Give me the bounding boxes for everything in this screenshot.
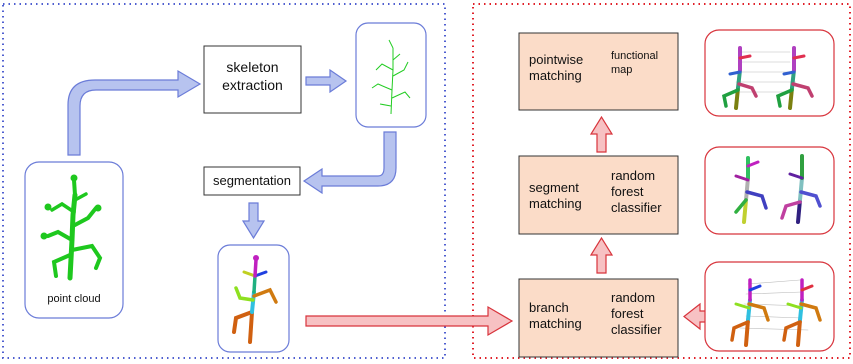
red-arrow-segment-to-pointwise — [589, 115, 614, 153]
skeleton-image-box — [355, 22, 427, 128]
skeleton-label-line2: extraction — [222, 77, 283, 93]
functional-map-line2: map — [611, 64, 633, 76]
segment-matching-box — [518, 155, 679, 235]
segment-classifier-label: random forest classifier — [611, 168, 662, 216]
branch-right-line2: forest — [611, 306, 644, 321]
segmentation-box — [203, 166, 301, 196]
segmented-plant-icon — [232, 255, 278, 344]
skeleton-extraction-box — [203, 45, 302, 114]
skeleton-label-line1: skeleton — [226, 59, 279, 75]
skeleton-plant-icon — [371, 39, 411, 115]
blue-arrow-segmentation-down — [241, 202, 266, 240]
branch-right-line1: random — [611, 290, 656, 305]
blue-arrow-skeleton-to-image — [305, 68, 348, 94]
branch-left-line2: matching — [529, 316, 582, 331]
segment-right-line3: classifier — [611, 200, 662, 215]
pointwise-matching-box — [518, 32, 679, 111]
blue-arrow-image-to-segmentation — [302, 131, 397, 195]
segment-right-line2: forest — [611, 184, 644, 199]
point-cloud-plant-icon — [40, 174, 103, 281]
right-panel-border — [472, 3, 851, 359]
pointwise-matching-label: pointwise matching — [529, 52, 583, 84]
branch-matching-label: branch matching — [529, 300, 582, 332]
branch-matching-box — [518, 278, 679, 358]
left-panel-border — [2, 3, 446, 359]
branch-right-line3: classifier — [611, 322, 662, 337]
red-arrow-branch-to-segment — [589, 236, 614, 274]
pointwise-plants-icon — [722, 46, 814, 110]
segment-result-box — [704, 146, 835, 235]
segment-left-line2: matching — [529, 196, 582, 211]
point-cloud-label: point cloud — [47, 293, 101, 305]
segment-left-line1: segment — [529, 180, 579, 195]
segmentation-label: segmentation — [212, 173, 292, 188]
functional-map-label: functional map — [611, 49, 658, 77]
functional-map-line1: functional — [611, 50, 659, 62]
segment-matching-label: segment matching — [529, 180, 582, 212]
branch-classifier-label: random forest classifier — [611, 290, 662, 338]
skeleton-extraction-label: skeleton extraction — [204, 58, 301, 94]
segment-plants-icon — [734, 154, 822, 224]
branch-left-line1: branch — [529, 300, 569, 315]
pointwise-left-line2: matching — [529, 68, 582, 83]
pointwise-left-line1: pointwise — [529, 52, 584, 67]
blue-arrow-curved — [67, 69, 202, 156]
red-arrow-to-branch-matching — [305, 305, 514, 337]
segment-right-line1: random — [611, 168, 656, 183]
branch-plants-icon — [730, 278, 822, 347]
